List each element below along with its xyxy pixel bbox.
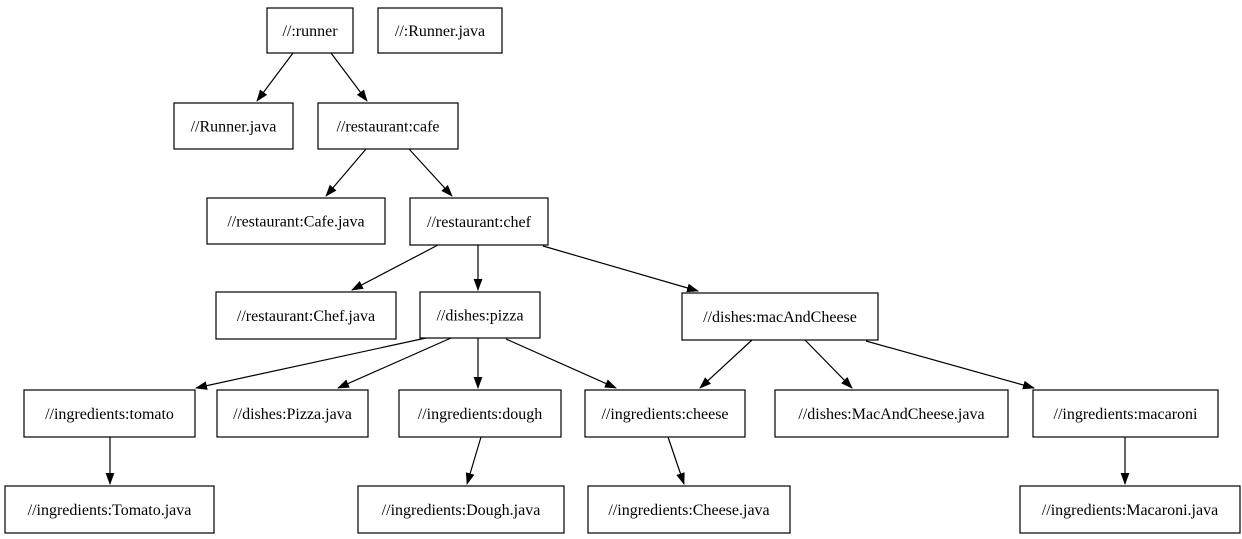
edge-cafe-to-chef: [408, 148, 453, 197]
node-label-cafe: //restaurant:cafe: [336, 119, 439, 136]
node-tomato: //ingredients:tomato: [23, 389, 196, 438]
node-cheese: //ingredients:cheese: [584, 389, 746, 438]
node-cafe-java: //restaurant:Cafe.java: [206, 197, 386, 245]
edge-mac-and-cheese-to-cheese: [699, 339, 753, 389]
node-runner-java: //Runner.java: [173, 102, 294, 150]
edge-runner-to-runner-java: [256, 52, 294, 102]
node-box-runner-java-lib: [377, 7, 503, 54]
node-mac-and-cheese: //dishes:macAndCheese: [681, 292, 879, 341]
node-cafe: //restaurant:cafe: [317, 102, 459, 150]
node-dough-java: //ingredients:Dough.java: [357, 485, 565, 534]
node-box-cheese: [584, 389, 746, 438]
node-label-cafe-java: //restaurant:Cafe.java: [227, 214, 364, 231]
node-box-chef: [409, 197, 549, 246]
node-macaroni-java: //ingredients:Macaroni.java: [1019, 485, 1241, 534]
node-label-macaroni: //ingredients:macaroni: [1054, 406, 1199, 423]
node-label-tomato-java: //ingredients:Tomato.java: [28, 502, 192, 519]
node-box-chef-java: [215, 291, 397, 340]
node-box-cafe: [317, 102, 459, 150]
node-box-macaroni-java: [1019, 485, 1241, 534]
node-chef: //restaurant:chef: [409, 197, 549, 246]
node-macaroni: //ingredients:macaroni: [1032, 389, 1219, 438]
node-box-runner-java: [173, 102, 294, 150]
edge-pizza-to-tomato: [195, 337, 427, 390]
node-tomato-java: //ingredients:Tomato.java: [4, 485, 215, 534]
node-box-dough: [398, 389, 562, 438]
node-label-pizza: //dishes:pizza: [436, 308, 523, 325]
edge-mac-and-cheese-to-mac-and-cheese-java: [804, 339, 853, 389]
node-box-tomato: [23, 389, 196, 438]
node-dough: //ingredients:dough: [398, 389, 562, 438]
node-box-mac-and-cheese-java: [774, 389, 1009, 438]
node-label-chef: //restaurant:chef: [427, 214, 532, 231]
node-box-runner: [266, 7, 354, 54]
node-box-pizza: [419, 291, 541, 339]
node-label-mac-and-cheese-java: //dishes:MacAndCheese.java: [798, 406, 984, 423]
node-label-cheese: //ingredients:cheese: [601, 406, 728, 423]
node-runner-java-lib: //:Runner.java: [377, 7, 503, 54]
node-cheese-java: //ingredients:Cheese.java: [587, 485, 791, 534]
node-box-macaroni: [1032, 389, 1219, 438]
node-label-tomato: //ingredients:tomato: [45, 406, 174, 423]
node-box-cafe-java: [206, 197, 386, 245]
edge-chef-to-chef-java: [351, 244, 439, 291]
node-label-dough: //ingredients:dough: [418, 406, 542, 423]
node-label-runner: //:runner: [282, 23, 338, 40]
edge-pizza-to-cheese: [505, 338, 617, 389]
node-box-tomato-java: [4, 485, 215, 534]
node-pizza-java: //dishes:Pizza.java: [216, 389, 369, 438]
node-chef-java: //restaurant:Chef.java: [215, 291, 397, 340]
edge-dough-to-dough-java: [465, 436, 482, 485]
node-mac-and-cheese-java: //dishes:MacAndCheese.java: [774, 389, 1009, 438]
node-label-runner-java: //Runner.java: [191, 119, 277, 136]
edge-mac-and-cheese-to-macaroni: [865, 340, 1035, 390]
node-label-dough-java: //ingredients:Dough.java: [382, 502, 541, 519]
node-label-cheese-java: //ingredients:Cheese.java: [608, 502, 769, 519]
node-label-mac-and-cheese: //dishes:macAndCheese: [703, 309, 857, 326]
edge-chef-to-mac-and-cheese: [542, 245, 699, 293]
node-label-chef-java: //restaurant:Chef.java: [237, 308, 375, 325]
node-box-cheese-java: [587, 485, 791, 534]
edge-pizza-to-pizza-java: [337, 337, 452, 389]
node-box-dough-java: [357, 485, 565, 534]
node-pizza: //dishes:pizza: [419, 291, 541, 339]
edge-cheese-to-cheese-java: [667, 436, 685, 485]
edge-runner-to-cafe: [330, 52, 368, 102]
node-box-pizza-java: [216, 389, 369, 438]
node-label-pizza-java: //dishes:Pizza.java: [233, 406, 352, 423]
node-label-macaroni-java: //ingredients:Macaroni.java: [1042, 502, 1218, 519]
node-box-mac-and-cheese: [681, 292, 879, 341]
node-runner: //:runner: [266, 7, 354, 54]
edge-cafe-to-cafe-java: [325, 148, 367, 197]
node-label-runner-java-lib: //:Runner.java: [395, 23, 485, 40]
